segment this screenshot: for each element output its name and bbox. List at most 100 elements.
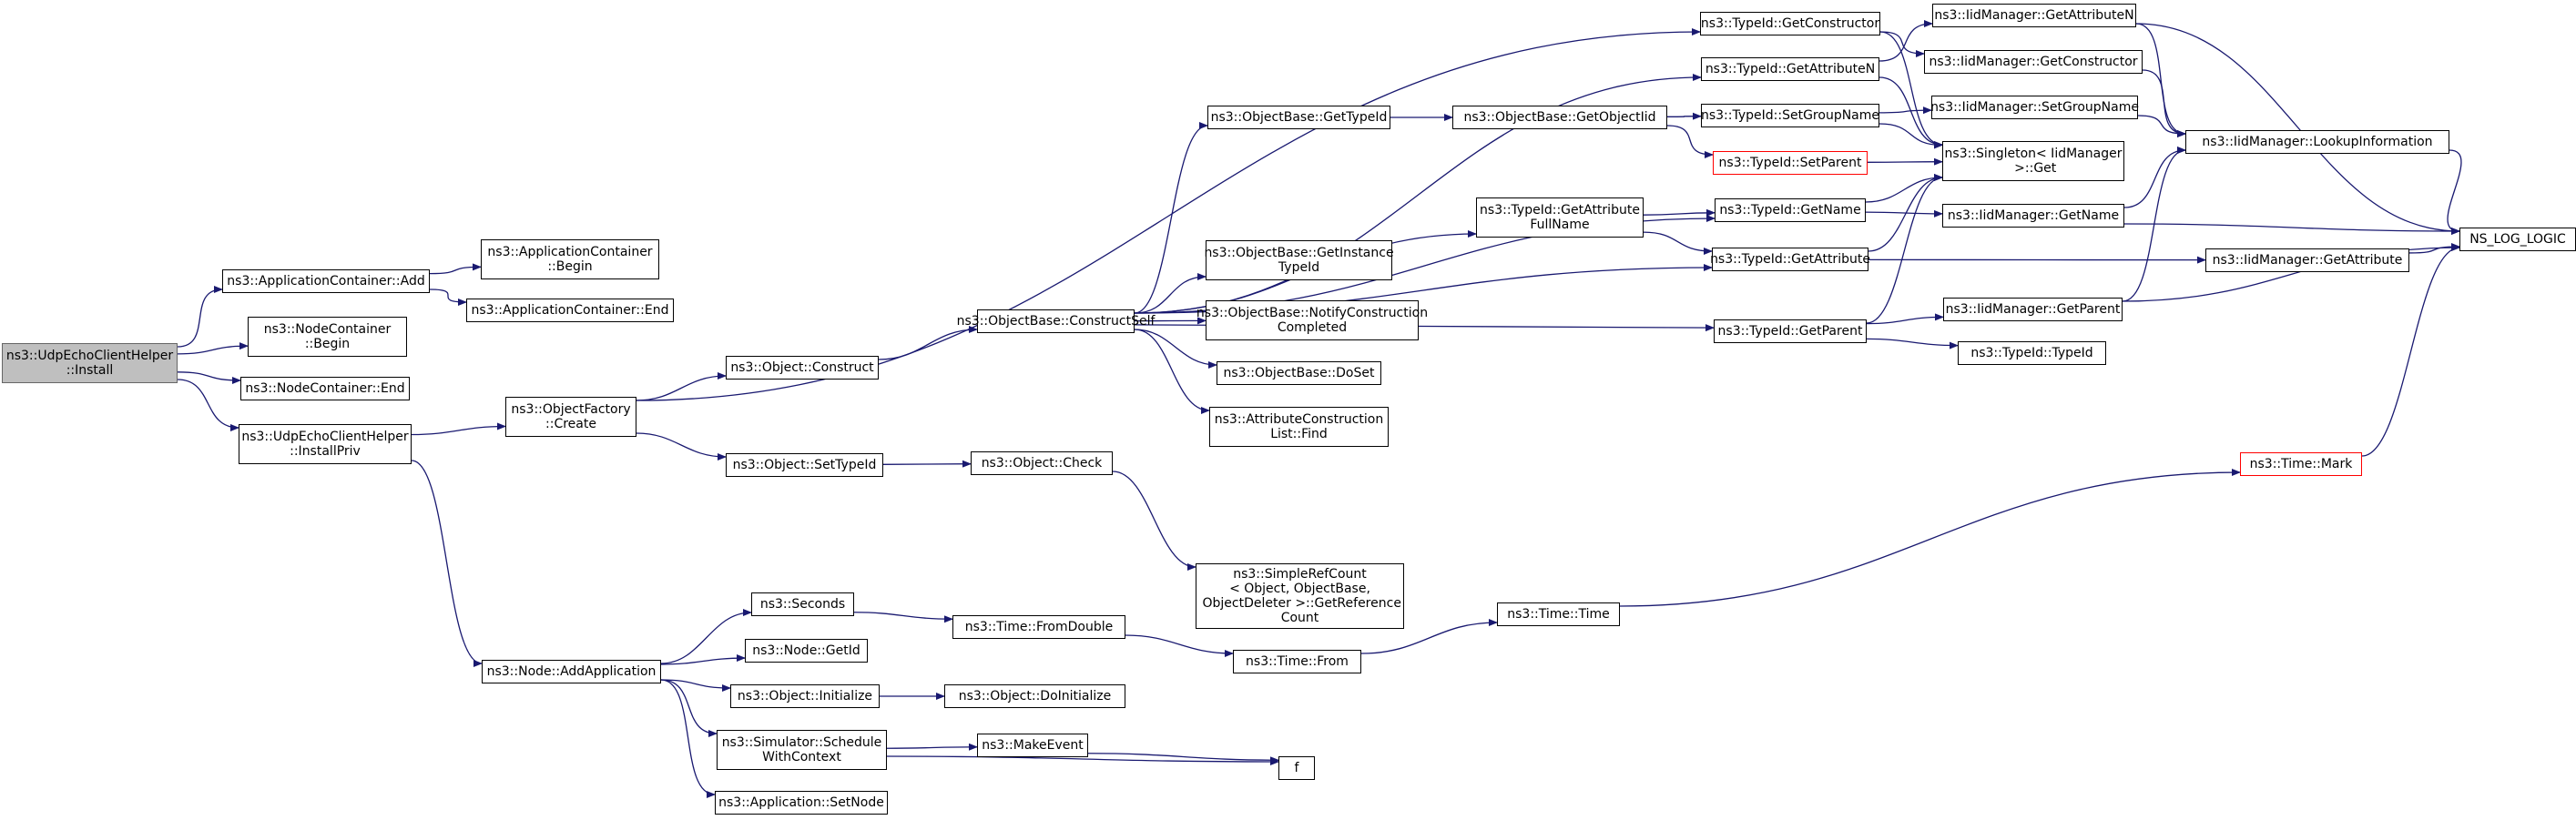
node-ns3-typeid-setparent[interactable]: ns3::TypeId::SetParent: [1713, 151, 1868, 175]
edge-n17-n23: [1134, 122, 1208, 314]
node-ns3-udpechoclienthelper-installpriv[interactable]: ns3::UdpEchoClientHelper ::InstallPriv: [239, 424, 412, 464]
node-ns3-object-settypeid[interactable]: ns3::Object::SetTypeId: [726, 453, 883, 477]
edge-n19-n29: [1125, 634, 1234, 657]
edge-n9-n42: [1879, 31, 1943, 148]
node-ns3-time-mark[interactable]: ns3::Time::Mark: [2240, 452, 2362, 476]
edge-n1-n5: [429, 263, 482, 275]
node-ns3-applicationcontainer-end[interactable]: ns3::ApplicationContainer::End: [466, 299, 674, 322]
edge-n35-n42: [1867, 157, 1943, 166]
node-ns3-object-check[interactable]: ns3::Object::Check: [971, 451, 1113, 475]
node-ns3-objectfactory-create[interactable]: ns3::ObjectFactory ::Create: [505, 397, 636, 437]
edge-n17-n27: [1134, 329, 1210, 414]
edge-n44-n49: [2408, 243, 2460, 254]
edge-n8-n12: [660, 609, 752, 664]
edge-n33-n39: [1879, 20, 1933, 62]
edge-n34-n42: [1879, 123, 1943, 149]
edge-n0-n1: [177, 286, 223, 348]
edge-n40-n48: [2142, 69, 2186, 137]
node-ns3-typeid-getattribute-fullname[interactable]: ns3::TypeId::GetAttribute FullName: [1476, 197, 1644, 238]
edge-n37-n42: [1868, 174, 1943, 252]
node-ns3-objectbase-getobjectiid[interactable]: ns3::ObjectBase::GetObjectIid: [1452, 106, 1667, 129]
edge-n8-n14: [660, 679, 731, 692]
node-ns3-typeid-getname[interactable]: ns3::TypeId::GetName: [1715, 198, 1866, 222]
node-ns3-objectbase-constructself[interactable]: ns3::ObjectBase::ConstructSelf: [957, 309, 1155, 333]
node-ns3-seconds[interactable]: ns3::Seconds: [751, 592, 854, 616]
edge-n8-n16: [660, 679, 716, 798]
node-ns3-object-construct[interactable]: ns3::Object::Construct: [726, 356, 879, 380]
node-ns3-typeid-getconstructor[interactable]: ns3::TypeId::GetConstructor: [1700, 12, 1880, 35]
node-ns3-typeid-typeid[interactable]: ns3::TypeId::TypeId: [1958, 341, 2106, 365]
edge-n12-n19: [853, 612, 953, 623]
edge-n34-n41: [1879, 106, 1932, 115]
edge-n7-n10: [636, 372, 727, 401]
edge-n0-n3: [177, 371, 241, 384]
edge-n43-n49: [2123, 223, 2460, 235]
edge-n4-n7: [411, 422, 506, 436]
edge-n11-n18: [882, 460, 972, 468]
edge-n10-n17: [878, 326, 978, 360]
node-ns-log-logic[interactable]: NS_LOG_LOGIC: [2459, 228, 2576, 251]
edge-n30-n34: [1666, 112, 1702, 120]
edge-n36-n42: [1865, 174, 1943, 203]
node-ns3-objectbase-gettypeid[interactable]: ns3::ObjectBase::GetTypeId: [1207, 106, 1390, 129]
node-ns3-objectbase-notifyconstruction-completed[interactable]: ns3::ObjectBase::NotifyConstruction Comp…: [1196, 300, 1428, 340]
edge-n30-n35: [1666, 125, 1714, 158]
node-ns3-applicationcontainer-add[interactable]: ns3::ApplicationContainer::Add: [222, 269, 430, 293]
edge-n7-n11: [636, 432, 727, 461]
node-ns3-typeid-getparent[interactable]: ns3::TypeId::GetParent: [1714, 319, 1867, 343]
edge-n0-n2: [177, 342, 249, 355]
node-ns3-typeid-setgroupname[interactable]: ns3::TypeId::SetGroupName: [1701, 104, 1879, 127]
edge-n31-n36: [1643, 208, 1716, 217]
node-ns3-iidmanager-getattributen[interactable]: ns3::IidManager::GetAttributeN: [1932, 4, 2136, 27]
node-ns3-time-time[interactable]: ns3::Time::Time: [1497, 602, 1620, 626]
node-ns3-iidmanager-getattribute[interactable]: ns3::IidManager::GetAttribute: [2205, 248, 2409, 272]
node-ns3-typeid-getattribute[interactable]: ns3::TypeId::GetAttribute: [1710, 248, 1870, 271]
edge-n39-n48: [2135, 23, 2186, 137]
node-ns3-application-setnode[interactable]: ns3::Application::SetNode: [715, 791, 888, 815]
node-ns3-iidmanager-getname[interactable]: ns3::IidManager::GetName: [1942, 204, 2124, 228]
edge-n15-n22: [886, 755, 1279, 765]
node-f[interactable]: f: [1278, 756, 1315, 780]
node-ns3-attributeconstruction-list-find[interactable]: ns3::AttributeConstruction List::Find: [1209, 407, 1389, 447]
edge-n21-n22: [1087, 753, 1279, 764]
edge-n45-n48: [2122, 147, 2186, 302]
edge-n8-n13: [660, 654, 746, 665]
edge-n4-n8: [411, 460, 483, 667]
edge-n47-n49: [2361, 244, 2460, 457]
edge-n38-n46: [1866, 338, 1959, 349]
node-ns3-nodecontainer-begin[interactable]: ns3::NodeContainer ::Begin: [248, 317, 407, 357]
edge-n31-n37: [1643, 231, 1713, 255]
edge-n39-n49: [2135, 23, 2460, 235]
node-ns3-node-addapplication[interactable]: ns3::Node::AddApplication: [482, 660, 661, 683]
node-ns3-simulator-schedule-withcontext[interactable]: ns3::Simulator::Schedule WithContext: [717, 730, 887, 770]
node-ns3-typeid-getattributen[interactable]: ns3::TypeId::GetAttributeN: [1701, 57, 1879, 81]
node-ns3-object-doinitialize[interactable]: ns3::Object::DoInitialize: [944, 684, 1125, 708]
node-ns3-time-from[interactable]: ns3::Time::From: [1233, 650, 1361, 673]
node-ns3-objectbase-getinstance-typeid[interactable]: ns3::ObjectBase::GetInstance TypeId: [1204, 240, 1394, 280]
node-ns3-singleton-iidmanager-get[interactable]: ns3::Singleton< IidManager >::Get: [1942, 141, 2124, 181]
edge-n32-n47: [1619, 469, 2241, 607]
node-ns3-iidmanager-getconstructor[interactable]: ns3::IidManager::GetConstructor: [1924, 50, 2143, 74]
node-ns3-iidmanager-getparent[interactable]: ns3::IidManager::GetParent: [1943, 298, 2123, 321]
edge-n38-n45: [1866, 313, 1944, 325]
node-ns3-iidmanager-lookupinformation[interactable]: ns3::IidManager::LookupInformation: [2185, 130, 2449, 154]
node-ns3-node-getid[interactable]: ns3::Node::GetId: [745, 639, 868, 663]
edge-n36-n43: [1865, 209, 1943, 218]
node-ns3-object-initialize[interactable]: ns3::Object::Initialize: [730, 684, 880, 708]
edge-n0-n4: [177, 379, 239, 431]
node-ns3-simplerefcount-object-objectbase-objectdeleter-getreference-count[interactable]: ns3::SimpleRefCount < Object, ObjectBase…: [1196, 563, 1404, 629]
edge-n38-n42: [1866, 174, 1943, 324]
node-ns3-time-fromdouble[interactable]: ns3::Time::FromDouble: [952, 615, 1125, 639]
edge-n9-n40: [1879, 31, 1925, 57]
node-ns3-udpechoclienthelper-install: ns3::UdpEchoClientHelper ::Install: [2, 343, 178, 383]
node-ns3-makeevent[interactable]: ns3::MakeEvent: [977, 734, 1088, 757]
node-ns3-nodecontainer-end[interactable]: ns3::NodeContainer::End: [240, 377, 410, 400]
node-ns3-iidmanager-setgroupname[interactable]: ns3::IidManager::SetGroupName: [1930, 96, 2139, 119]
edge-n29-n32: [1360, 619, 1498, 654]
edge-n1-n6: [429, 289, 467, 306]
node-ns3-objectbase-doset[interactable]: ns3::ObjectBase::DoSet: [1217, 361, 1381, 385]
edge-n17-n24: [1134, 273, 1207, 314]
edge-n41-n48: [2137, 115, 2186, 137]
node-ns3-applicationcontainer-begin[interactable]: ns3::ApplicationContainer ::Begin: [481, 239, 659, 279]
edge-n48-n49: [2447, 149, 2462, 235]
